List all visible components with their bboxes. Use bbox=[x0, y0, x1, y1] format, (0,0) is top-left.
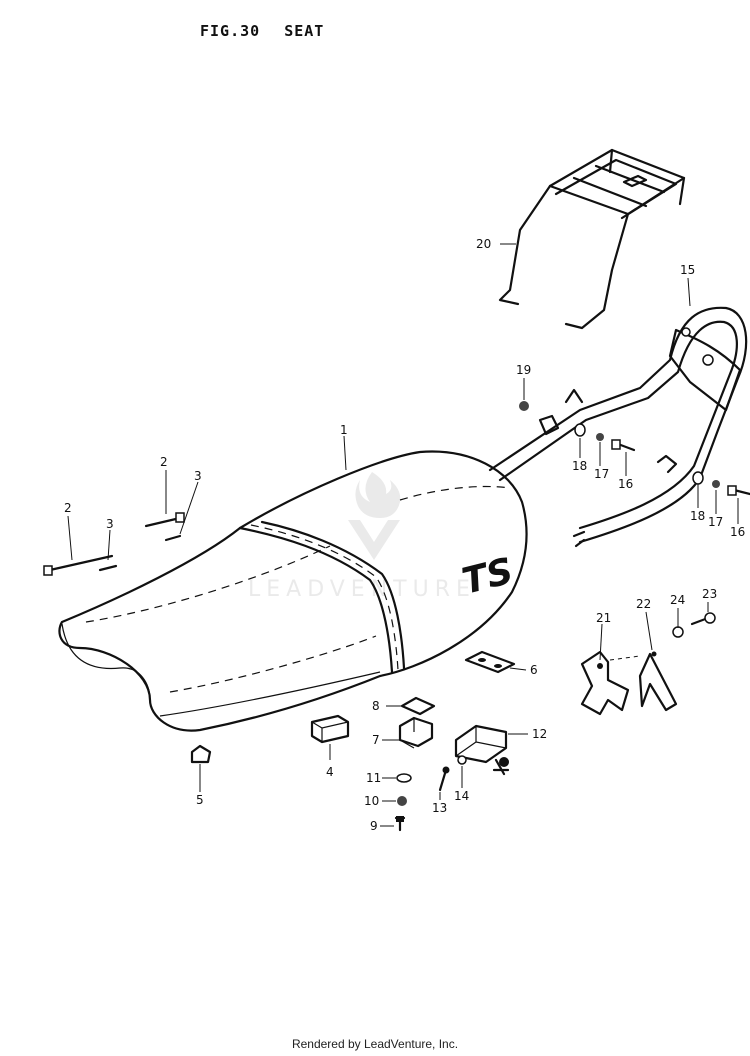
seat-logo: TS bbox=[458, 551, 517, 603]
seat-lock[interactable] bbox=[438, 724, 510, 792]
callout-4: 4 bbox=[326, 765, 334, 779]
callout-10: 10 bbox=[364, 794, 379, 808]
seat-damper[interactable] bbox=[190, 744, 212, 764]
callout-15: 15 bbox=[680, 263, 695, 277]
footer-credit: Rendered by LeadVenture, Inc. bbox=[291, 1037, 459, 1051]
callout-1: 1 bbox=[340, 423, 348, 437]
grab-rail[interactable] bbox=[488, 306, 748, 548]
callout-17-left: 17 bbox=[594, 467, 609, 481]
callout-3-upper: 3 bbox=[194, 469, 202, 483]
callouts: 1 2 3 2 3 4 5 6 7 8 9 10 11 12 13 14 15 … bbox=[64, 237, 745, 833]
callout-12: 12 bbox=[532, 727, 547, 741]
callout-5: 5 bbox=[196, 793, 204, 807]
callout-17-right: 17 bbox=[708, 515, 723, 529]
callout-19: 19 bbox=[516, 363, 531, 377]
watermark-text: LEADVENTURE bbox=[248, 577, 476, 602]
figure-number: FIG.30 bbox=[200, 22, 261, 40]
figure-title: FIG.30 SEAT bbox=[200, 22, 324, 40]
callout-3-lower: 3 bbox=[106, 517, 114, 531]
watermark: LEADVENTURE bbox=[248, 472, 476, 602]
callout-13: 13 bbox=[432, 801, 447, 815]
holder-washer-bolt[interactable] bbox=[672, 612, 716, 638]
callout-8: 8 bbox=[372, 699, 380, 713]
seat-lock-parts[interactable] bbox=[394, 773, 412, 832]
callout-9: 9 bbox=[370, 819, 378, 833]
callout-6: 6 bbox=[530, 663, 538, 677]
figure-name: SEAT bbox=[284, 22, 325, 40]
seat-hinge[interactable] bbox=[398, 716, 434, 749]
seat-plate[interactable] bbox=[464, 650, 516, 674]
callout-21: 21 bbox=[596, 611, 611, 625]
callout-7: 7 bbox=[372, 733, 380, 747]
callout-22: 22 bbox=[636, 597, 651, 611]
callout-14: 14 bbox=[454, 789, 469, 803]
helmet-holder[interactable] bbox=[580, 650, 630, 716]
callout-18-left: 18 bbox=[572, 459, 587, 473]
cushion-rubber[interactable] bbox=[310, 714, 350, 744]
callout-24: 24 bbox=[670, 593, 685, 607]
callout-11: 11 bbox=[366, 771, 381, 785]
callout-16-left: 16 bbox=[618, 477, 633, 491]
callout-20: 20 bbox=[476, 237, 491, 251]
callout-16-right: 16 bbox=[730, 525, 745, 539]
holder-bracket[interactable] bbox=[638, 651, 678, 712]
callout-18-right: 18 bbox=[690, 509, 705, 523]
callout-23: 23 bbox=[702, 587, 717, 601]
seat-logo-text: TS bbox=[458, 551, 517, 603]
rear-carrier[interactable] bbox=[498, 148, 686, 330]
seat-bolts[interactable] bbox=[43, 512, 185, 576]
rail-fasteners[interactable] bbox=[519, 401, 750, 496]
leader-lines bbox=[67, 243, 739, 827]
callout-2-lower: 2 bbox=[64, 501, 72, 515]
callout-2-upper: 2 bbox=[160, 455, 168, 469]
hinge-plate[interactable] bbox=[400, 696, 436, 716]
